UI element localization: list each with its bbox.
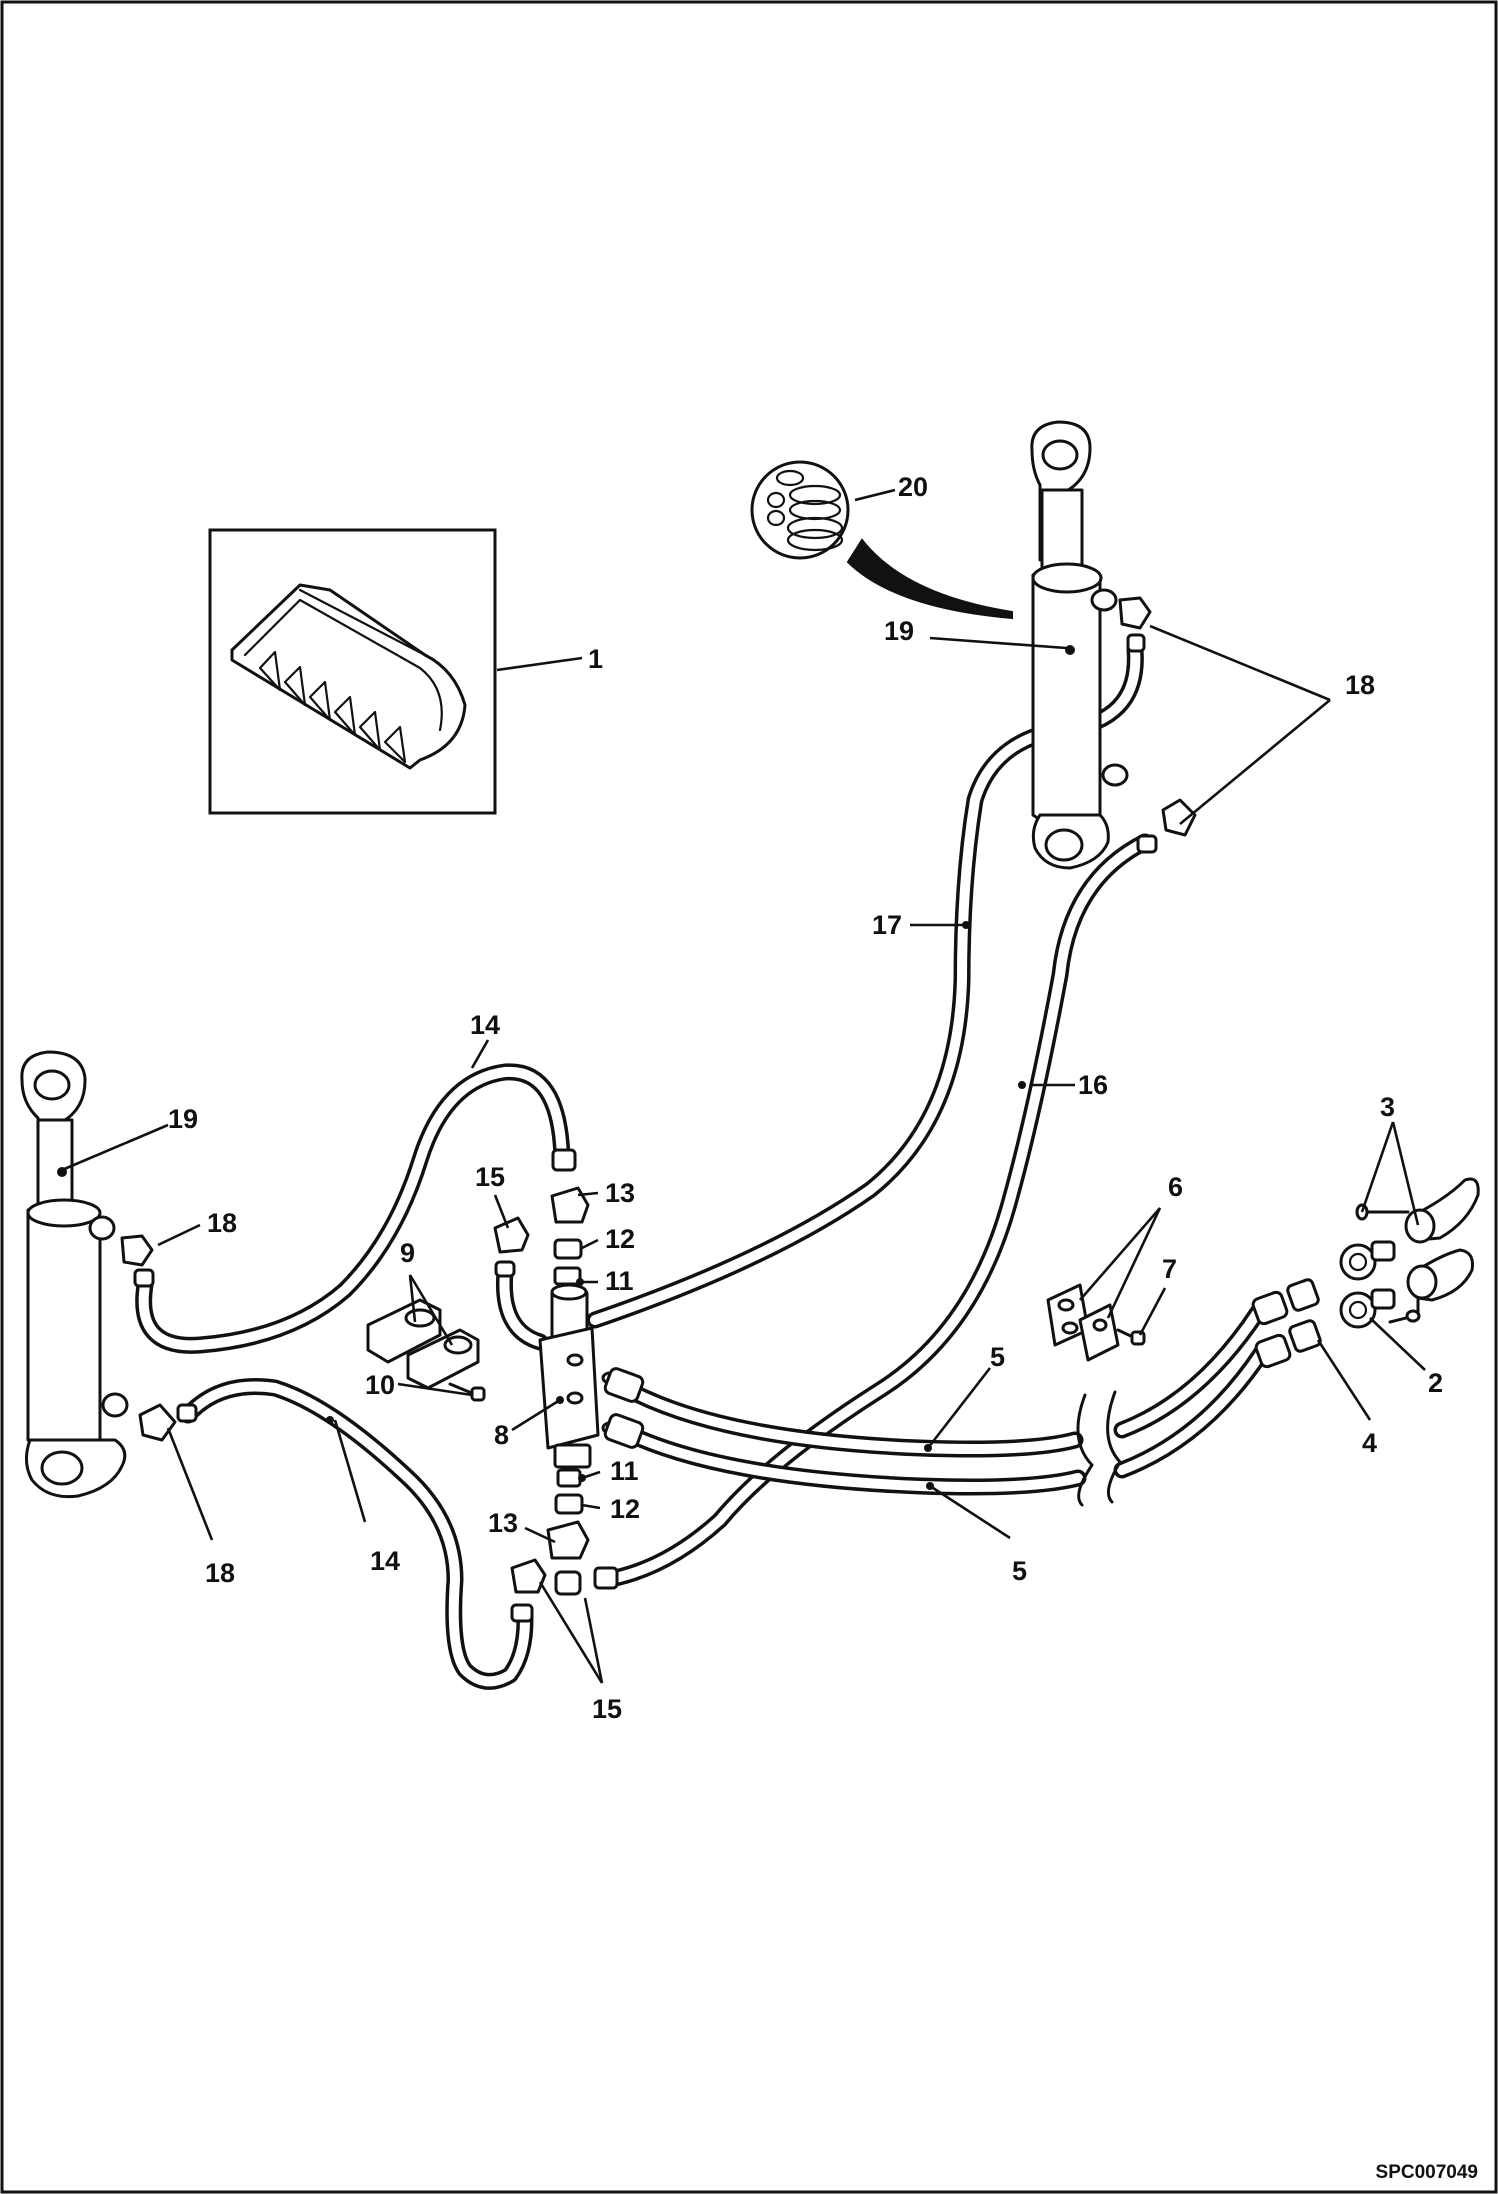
fitting-block-hose5-lower [603, 1413, 645, 1449]
fitting-15-bottom [510, 1558, 619, 1623]
label-12-bottom: 12 [610, 1494, 640, 1524]
label-18-left-upper: 18 [207, 1208, 237, 1238]
fitting-stack-top [550, 1148, 590, 1286]
label-1: 1 [588, 644, 603, 674]
label-17: 17 [872, 910, 902, 940]
hoses [135, 641, 1271, 1690]
label-14-upper: 14 [470, 1010, 500, 1040]
label-9: 9 [400, 1238, 415, 1268]
label-15-bottom: 15 [592, 1694, 622, 1724]
label-14-lower: 14 [370, 1546, 400, 1576]
dust-cap-3-lower [1388, 1248, 1474, 1324]
label-12-top: 12 [605, 1224, 635, 1254]
fitting-block-hose5-upper [603, 1367, 645, 1403]
cylinder-left [20, 1050, 129, 1499]
cylinder-right [1030, 420, 1129, 870]
fitting-stack-bottom [546, 1468, 590, 1596]
callout-labels: 1 20 19 18 17 16 14 19 18 15 13 12 11 9 … [168, 472, 1443, 1724]
seal-kit-20 [750, 460, 850, 560]
label-11-bottom: 11 [610, 1456, 639, 1486]
label-6: 6 [1168, 1172, 1183, 1202]
label-4: 4 [1362, 1428, 1377, 1458]
reference-code: SPC007049 [1376, 2162, 1478, 2183]
dust-cap-3-upper [1355, 1177, 1480, 1244]
coupling-2-lower [1339, 1288, 1396, 1329]
label-8: 8 [494, 1420, 509, 1450]
valve-block-8 [538, 1283, 619, 1469]
break-symbol [1076, 1390, 1122, 1507]
leader-dots [326, 921, 1026, 1490]
fitting-18-left-lower [138, 1403, 198, 1442]
fitting-18-right-upper [1118, 596, 1152, 653]
label-20: 20 [898, 472, 928, 502]
label-2: 2 [1428, 1368, 1443, 1398]
label-18-top: 18 [1345, 670, 1375, 700]
fitting-18-right-lower [1136, 798, 1197, 854]
label-7: 7 [1162, 1254, 1177, 1284]
label-19-top: 19 [884, 616, 914, 646]
seal-kit-arrow [846, 538, 1013, 620]
coupling-2-upper [1339, 1240, 1396, 1281]
label-16: 16 [1078, 1070, 1108, 1100]
label-5-bottom: 5 [1012, 1556, 1027, 1586]
fitting-15-top [493, 1216, 530, 1278]
tool-box [208, 528, 497, 815]
fitting-18-left-upper [120, 1234, 155, 1288]
label-5-top: 5 [990, 1342, 1005, 1372]
label-11-top: 11 [605, 1266, 634, 1296]
coupling-4-lower [1254, 1319, 1322, 1369]
hose-5-lower-end [1113, 1343, 1271, 1479]
label-19-left: 19 [168, 1104, 198, 1134]
label-3: 3 [1380, 1092, 1395, 1122]
label-13-top: 13 [605, 1178, 635, 1208]
bracket-6 [1046, 1283, 1120, 1362]
coupling-4-upper [1251, 1278, 1320, 1326]
label-18-left-lower: 18 [205, 1558, 235, 1588]
label-15-top: 15 [475, 1162, 505, 1192]
label-13-bottom: 13 [488, 1508, 518, 1538]
callout-leaders [61, 488, 1426, 1684]
label-10: 10 [365, 1370, 395, 1400]
